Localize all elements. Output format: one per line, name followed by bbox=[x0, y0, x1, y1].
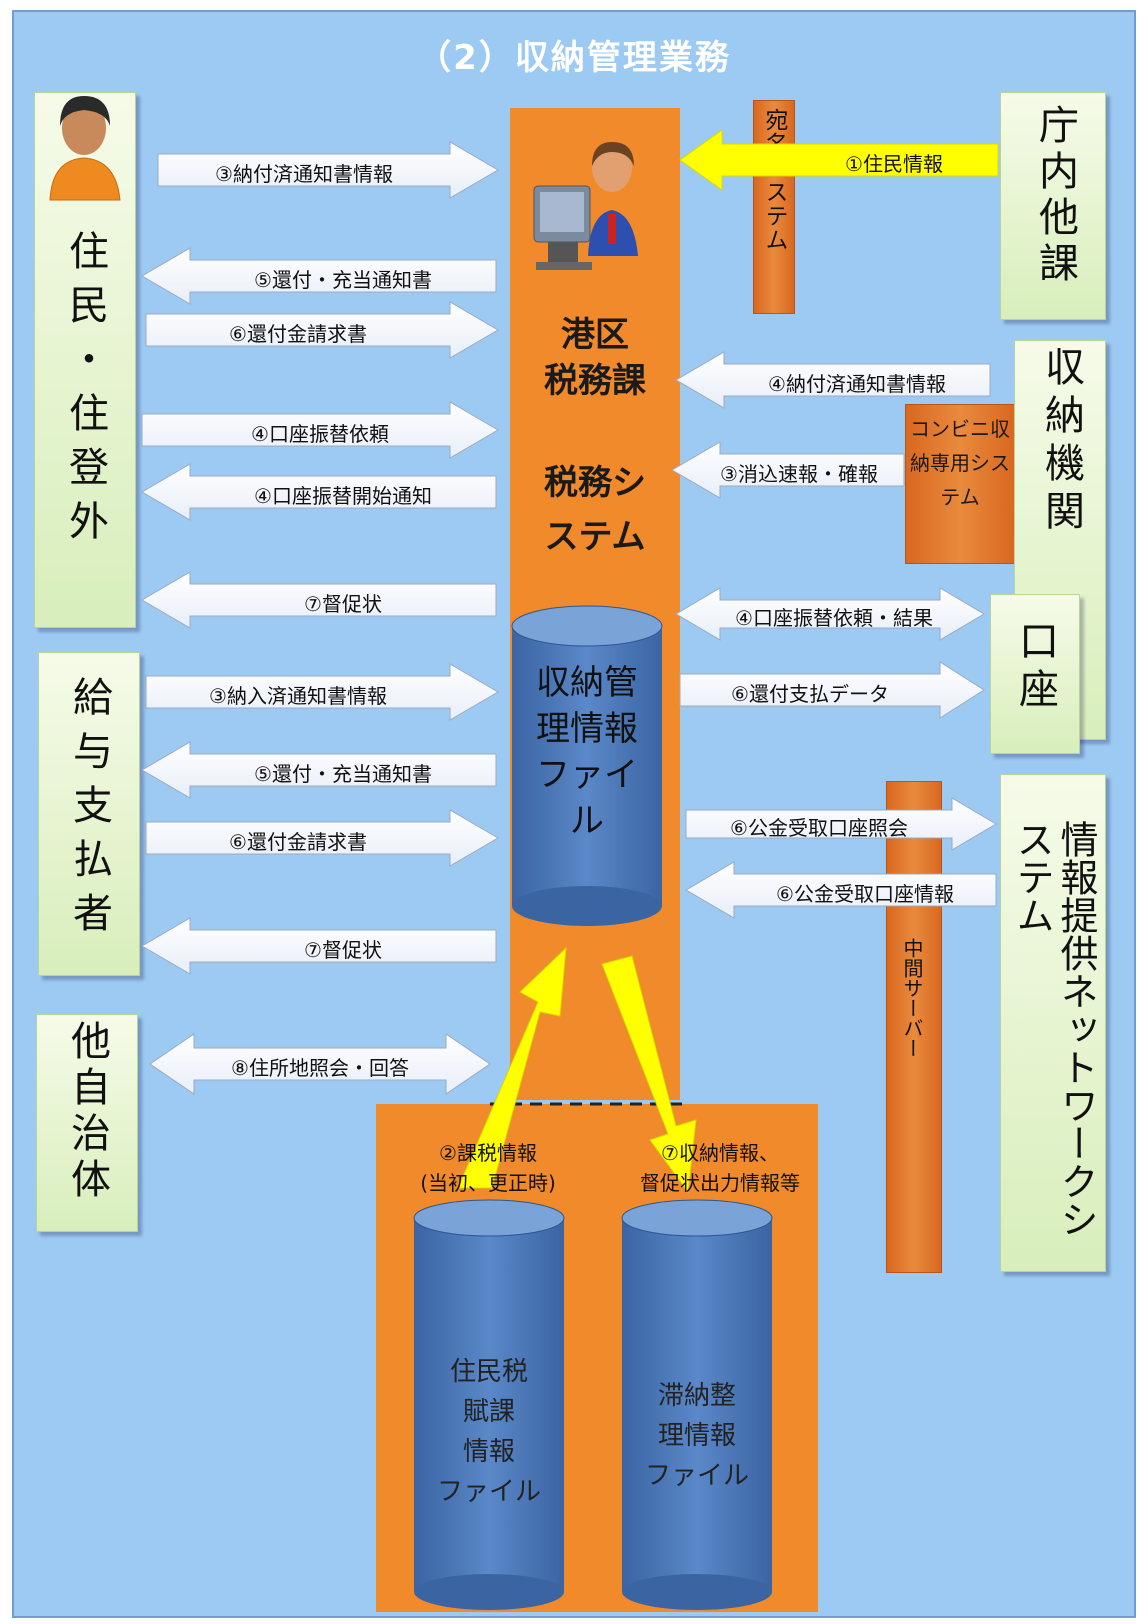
shuno-db-cylinder bbox=[511, 605, 663, 926]
arrow-account-info bbox=[685, 861, 997, 919]
chukan-server-label: 中間サーバー bbox=[900, 938, 924, 1058]
arrow-label-r7: ⑥公金受取口座情報 bbox=[776, 882, 954, 906]
arrow-label-r5: ⑥還付支払データ bbox=[731, 682, 889, 706]
arrow-label-a3: ⑥還付金請求書 bbox=[229, 322, 367, 346]
arrow-transfer-result bbox=[675, 587, 985, 641]
arrow-account-inquiry bbox=[685, 797, 997, 851]
account-label: 口座 bbox=[1012, 620, 1058, 716]
tainou-db-cylinder bbox=[621, 1199, 773, 1610]
arrow-reconcile-report bbox=[671, 441, 905, 499]
arrow-label-a8: ⑤還付・充当通知書 bbox=[254, 762, 432, 786]
arrow-label-y1: ②課税情報 (当初、更正時) bbox=[420, 1141, 556, 1195]
operator-computer-icon bbox=[533, 142, 638, 270]
other-municipality-box bbox=[36, 1014, 138, 1232]
arrow-label-r1: ①住民情報 bbox=[845, 152, 943, 176]
arrow-label-a6: ⑦督促状 bbox=[304, 592, 382, 616]
white-arrows bbox=[141, 141, 997, 1095]
juminzei-db-label: 住民税 賦課 情報 ファイル bbox=[436, 1357, 541, 1507]
tax-division-name: 港区 税務課 bbox=[544, 315, 646, 401]
conveni-system-label: コンビニ収納専用システム bbox=[910, 412, 1010, 514]
other-departments-box bbox=[1000, 92, 1106, 320]
arrow-label-a10: ⑦督促状 bbox=[304, 938, 382, 962]
arrow-label-a7: ③納入済通知書情報 bbox=[209, 684, 387, 708]
arrow-label-r6: ⑥公金受取口座照会 bbox=[730, 816, 908, 840]
arrow-account-transfer-start bbox=[141, 463, 497, 521]
arrow-refund-payment-data bbox=[679, 661, 985, 719]
arrow-label-r4: ④口座振替依頼・結果 bbox=[735, 606, 933, 630]
arrow-payment-notice-info bbox=[157, 141, 499, 199]
conveni-system-box bbox=[905, 404, 1015, 564]
juminzei-db-cylinder bbox=[413, 1199, 565, 1610]
arrow-refund-claim-2 bbox=[145, 809, 499, 867]
arrow-label-y2: ⑦収納情報、 督促状出力情報等 bbox=[640, 1141, 800, 1195]
resident-info-arrow bbox=[679, 129, 999, 191]
tax-info-arrow bbox=[457, 946, 567, 1189]
collection-info-arrow bbox=[601, 955, 697, 1194]
arrow-refund-notice-2 bbox=[141, 741, 497, 799]
chukan-server-box bbox=[886, 781, 942, 1273]
info-network-box bbox=[1000, 774, 1106, 1272]
arrow-label-a11: ⑧住所地照会・回答 bbox=[231, 1056, 409, 1080]
arrow-paid-notice-info bbox=[145, 663, 499, 721]
payer-label: 給与支払者 bbox=[66, 676, 112, 946]
arrow-address-inquiry bbox=[149, 1033, 491, 1095]
arrow-label-a5: ④口座振替開始通知 bbox=[254, 484, 432, 508]
other-municipality-label: 他自治体 bbox=[64, 1020, 110, 1204]
arrow-reminder-1 bbox=[141, 571, 497, 629]
diagram-title: （2）収納管理業務 bbox=[417, 38, 731, 78]
collection-agency-label: 収納機関 bbox=[1038, 346, 1084, 538]
arrow-refund-notice-1 bbox=[141, 247, 497, 305]
arrow-label-a1: ③納付済通知書情報 bbox=[215, 162, 393, 186]
arrow-refund-claim-1 bbox=[145, 301, 499, 359]
arrow-label-r3: ③消込速報・確報 bbox=[720, 462, 878, 486]
tainou-db-label: 滞納整 理情報 ファイル bbox=[644, 1381, 749, 1491]
arrow-label-a9: ⑥還付金請求書 bbox=[229, 830, 367, 854]
arrow-label-a4: ④口座振替依頼 bbox=[251, 422, 389, 446]
conveni-system-text: コンビニ収納専用システム bbox=[910, 417, 1010, 509]
other-departments-label: 庁内他課 bbox=[1032, 104, 1078, 288]
shuno-db-label: 収納管 理情報 ファイ ル bbox=[536, 663, 638, 841]
resident-person-icon bbox=[49, 96, 121, 201]
info-network-label: 情報提供ネットワークシステム bbox=[1010, 820, 1098, 1238]
resident-label: 住民・住登外 bbox=[62, 230, 108, 554]
arrow-label-r2: ④納付済通知書情報 bbox=[768, 372, 946, 396]
arrow-account-transfer-request bbox=[141, 401, 499, 459]
payer-box bbox=[38, 652, 140, 976]
tax-division-column bbox=[510, 108, 680, 1100]
atena-system-label: 宛名システム bbox=[761, 108, 787, 252]
arrow-payment-info-in bbox=[675, 351, 991, 409]
tax-system-name: 税務シ ステム bbox=[544, 463, 646, 557]
arrow-reminder-2 bbox=[141, 917, 497, 975]
atena-system-box bbox=[753, 100, 795, 314]
arrow-label-a2: ⑤還付・充当通知書 bbox=[254, 268, 432, 292]
account-box bbox=[990, 594, 1080, 754]
